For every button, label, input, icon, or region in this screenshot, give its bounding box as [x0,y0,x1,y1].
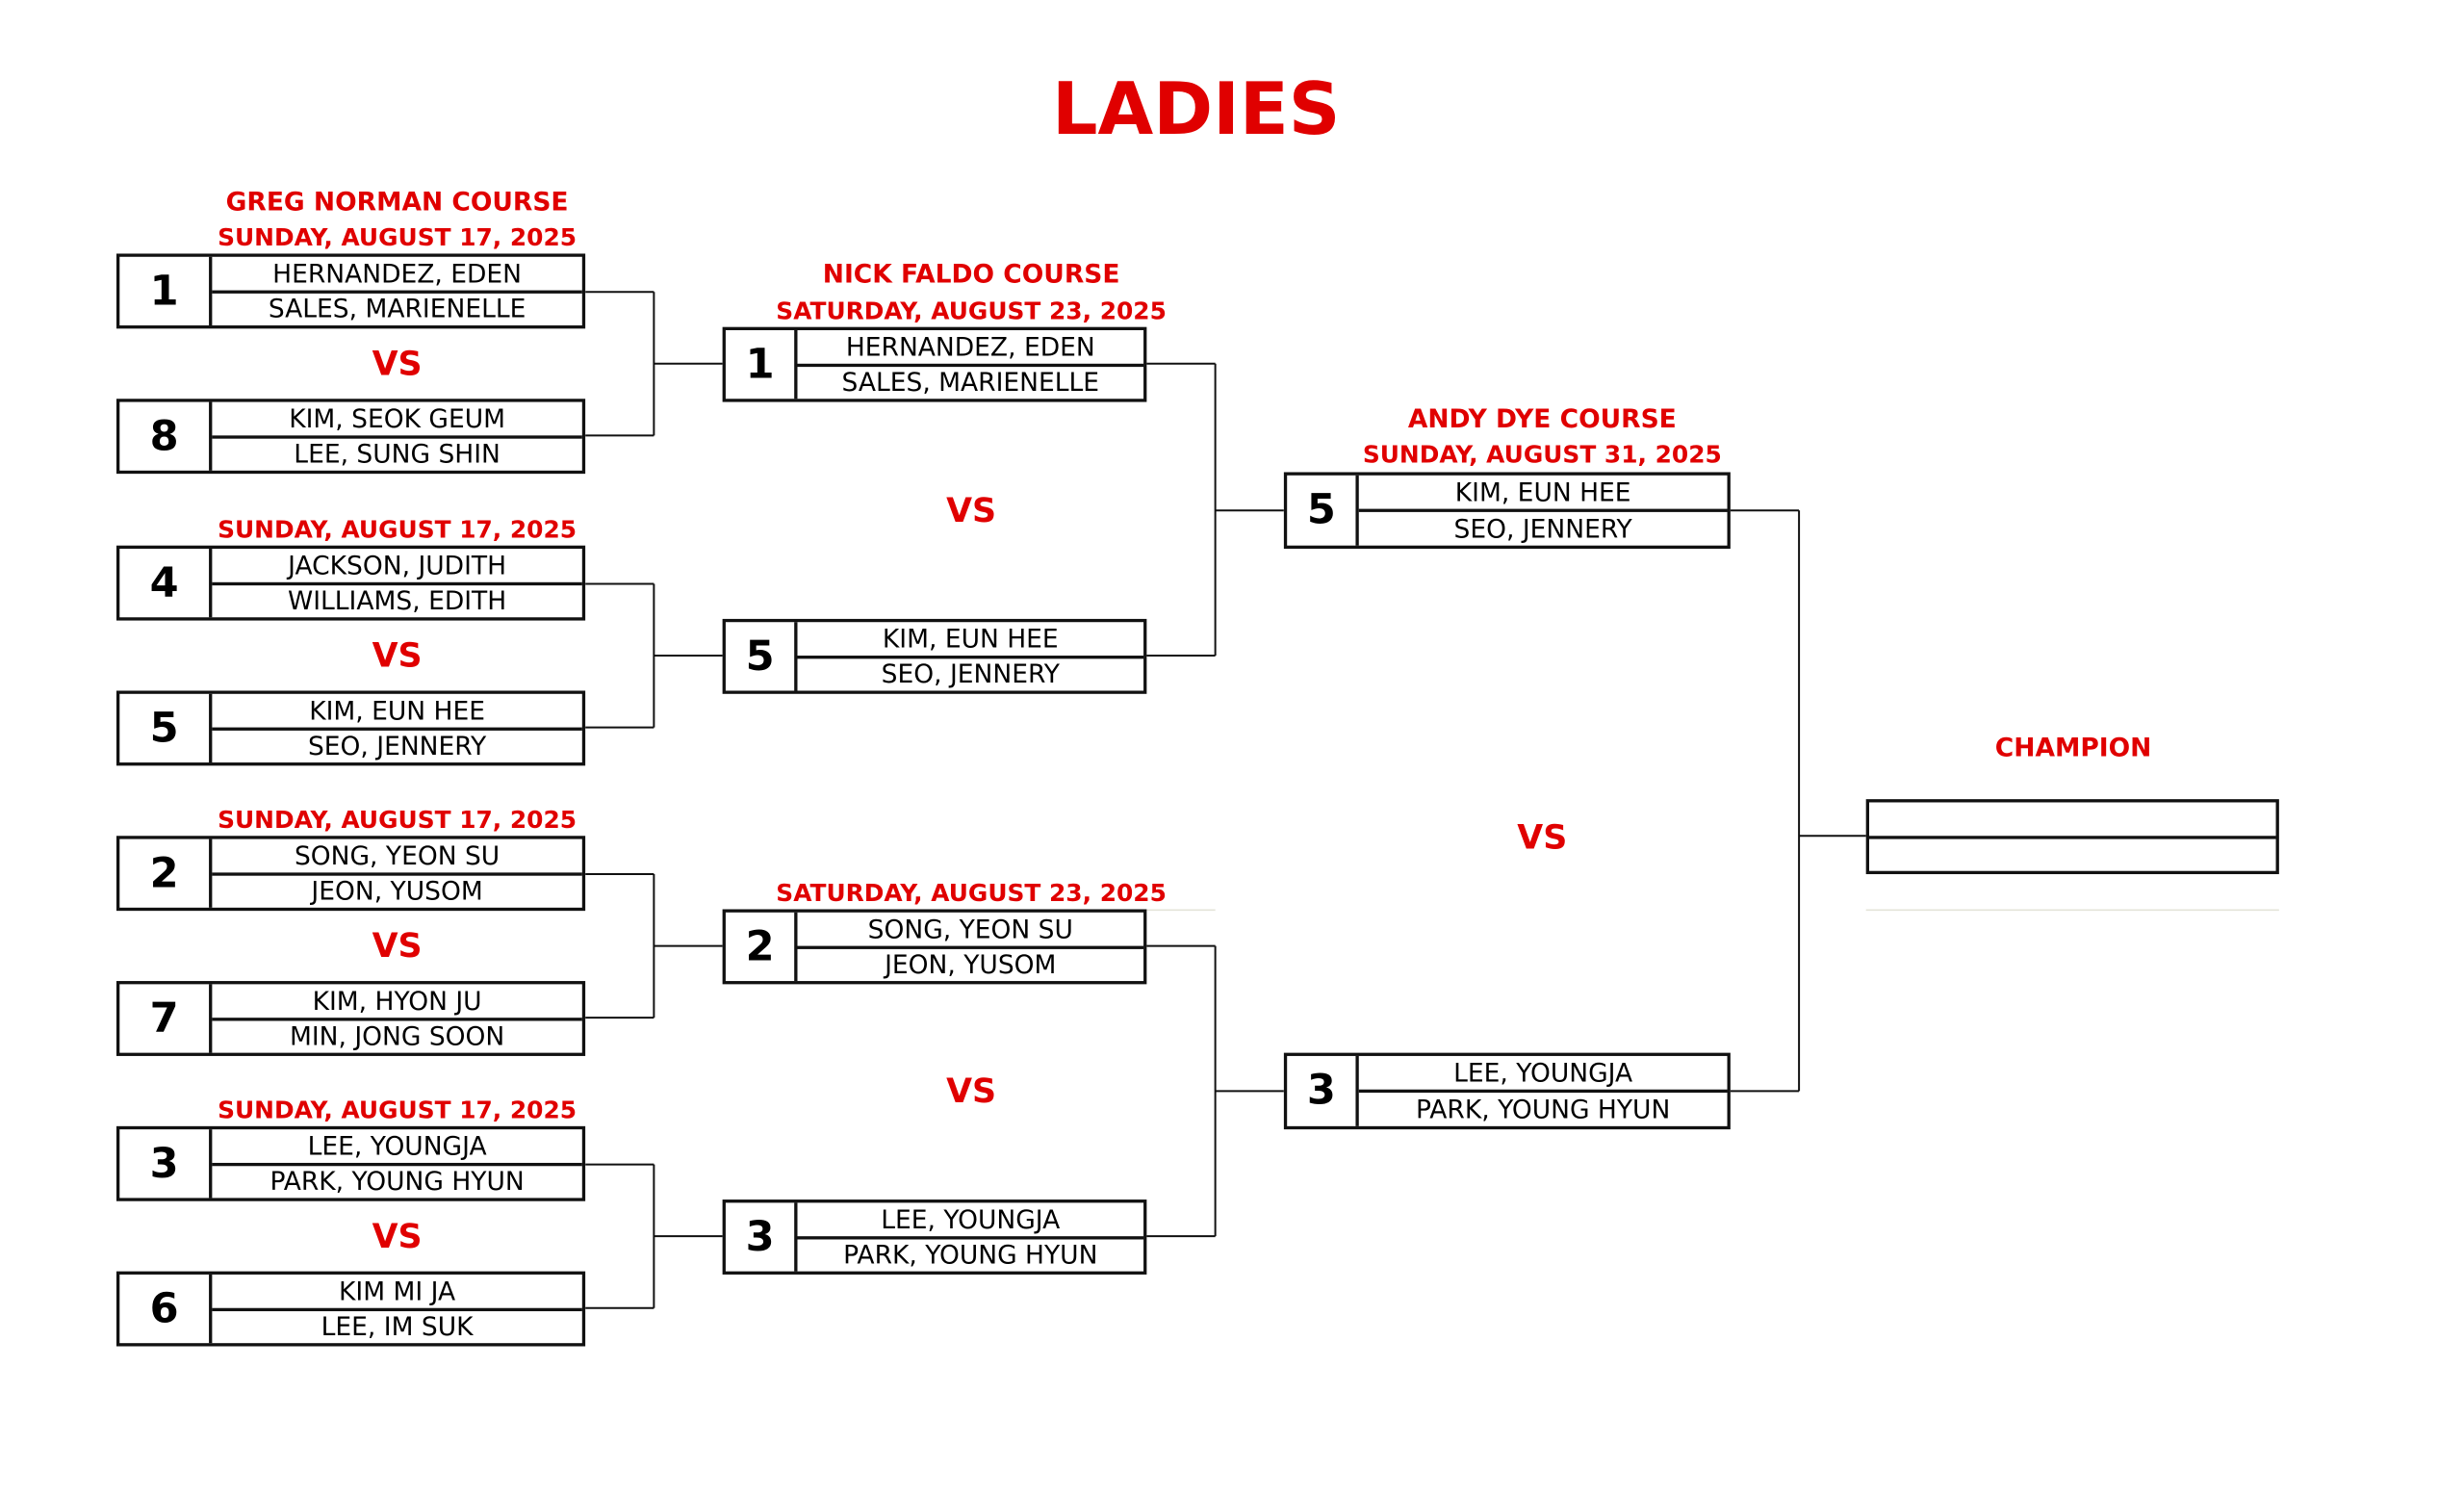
round1-match3-date: SUNDAY, AUGUST 17, 2025 [218,805,578,835]
round1-match1-date: SUNDAY, AUGUST 17, 2025 [218,222,578,252]
round1-course-label: GREG NORMAN COURSE [225,186,569,218]
player-name: JEON, YUSOM [885,949,1057,980]
vs-label: VS [372,344,423,383]
seed-number: 3 [726,1202,798,1272]
champion-label: CHAMPION [1994,732,2152,763]
player-name: PARK, YOUNG HYUN [843,1239,1098,1271]
player-name: KIM MI JA [212,1275,582,1311]
player-name: SALES, MARIENELLE [268,294,526,324]
seed-number: 5 [1287,475,1359,546]
player-name: LEE, SUNG SHIN [294,439,500,470]
vs-label: VS [372,636,423,675]
seed-number: 4 [119,549,213,618]
player-name: LEE, YOUNGJA [212,1129,582,1166]
divider [1865,909,2279,912]
player-name: MIN, JONG SOON [289,1020,505,1052]
player-name: KIM, HYON JU [212,984,582,1020]
player-name: LEE, YOUNGJA [1358,1056,1728,1094]
round3-match1-date: SUNDAY, AUGUST 31, 2025 [1362,440,1722,470]
player-name: SEO, JENNERY [1453,513,1632,545]
champion-slot [1869,802,2276,838]
player-name: JEON, YUSOM [311,876,483,907]
player-name: SONG, YEON SU [212,839,582,875]
vs-label: VS [946,491,997,530]
player-name: PARK, YOUNG HYUN [270,1166,525,1198]
champion-box [1865,799,2279,875]
seed-number: 5 [119,693,213,763]
player-name: KIM, EUN HEE [1358,476,1728,512]
vs-label: VS [1517,818,1568,857]
player-name: HERNANDEZ, EDEN [797,330,1144,367]
champion-slot [1869,838,2276,871]
seed-number: 2 [119,838,213,908]
seed-number: 7 [119,984,213,1053]
player-name: KIM, EUN HEE [797,622,1144,658]
page-title: LADIES [1051,66,1341,152]
player-name: LEE, YOUNGJA [797,1202,1144,1239]
round2-match2-date: SATURDAY, AUGUST 23, 2025 [776,879,1167,908]
player-name: LEE, IM SUK [321,1311,474,1342]
seed-number: 1 [119,256,213,326]
seed-number: 3 [1287,1055,1359,1126]
seed-number: 8 [119,401,213,471]
vs-label: VS [946,1071,997,1111]
round2-course-label: NICK FALDO COURSE [822,258,1120,289]
seed-number: 5 [726,622,798,691]
seed-number: 2 [726,912,798,982]
player-name: PARK, YOUNG HYUN [1416,1094,1671,1125]
round3-course-label: ANDY DYE COURSE [1407,403,1677,434]
seed-number: 1 [726,329,798,400]
seed-number: 6 [119,1274,213,1344]
player-name: WILLIAMS, EDITH [287,585,507,617]
seed-number: 3 [119,1129,213,1199]
player-name: SALES, MARIENELLE [841,367,1100,399]
player-name: SEO, JENNERY [881,658,1060,690]
player-name: SEO, JENNERY [307,731,487,761]
player-name: HERNANDEZ, EDEN [212,257,582,294]
round2-match1-date: SATURDAY, AUGUST 23, 2025 [776,297,1167,326]
vs-label: VS [372,1217,423,1256]
vs-label: VS [372,926,423,966]
player-name: KIM, EUN HEE [212,694,582,731]
round1-match2-date: SUNDAY, AUGUST 17, 2025 [218,515,578,545]
player-name: JACKSON, JUDITH [212,549,582,585]
round1-match4-date: SUNDAY, AUGUST 17, 2025 [218,1096,578,1125]
player-name: SONG, YEON SU [797,913,1144,949]
player-name: KIM, SEOK GEUM [212,402,582,438]
